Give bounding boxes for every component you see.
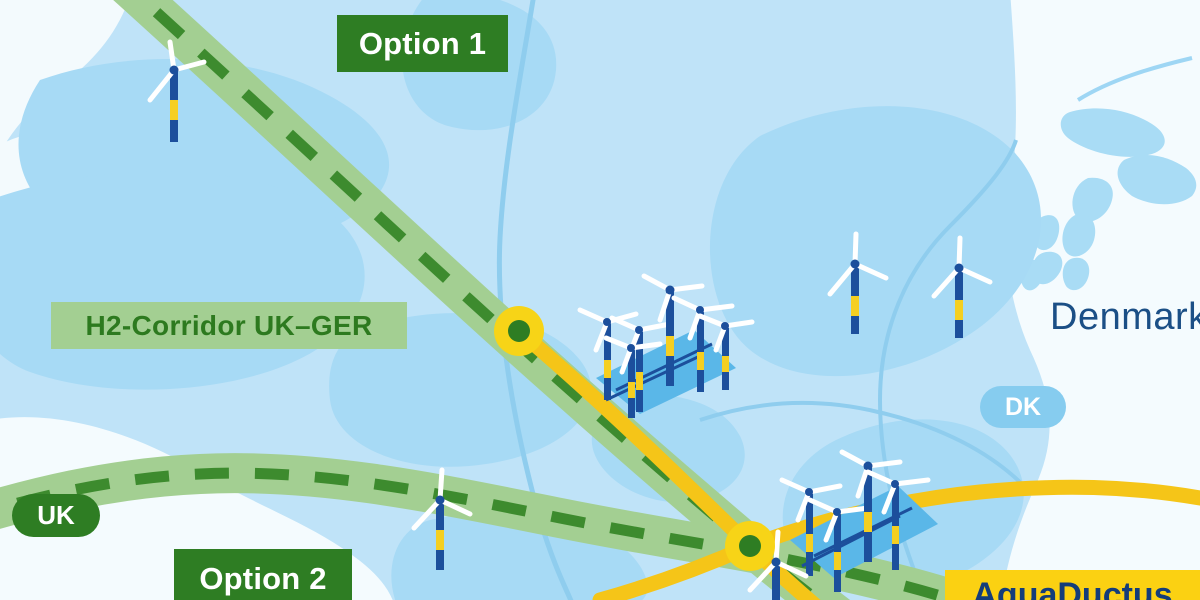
option-2-dash-line bbox=[0, 467, 972, 600]
turbine bbox=[671, 295, 735, 392]
turbine bbox=[147, 39, 207, 142]
route-line-3 bbox=[699, 400, 1026, 488]
denmark-water-inlet-8 bbox=[1060, 108, 1165, 157]
turbine bbox=[609, 315, 673, 412]
option-1-label: Option 1 bbox=[337, 15, 508, 72]
wind-farm-south bbox=[779, 449, 938, 592]
turbine bbox=[411, 467, 473, 570]
option-1-dash-line bbox=[134, 0, 827, 600]
turbine bbox=[779, 477, 843, 576]
option-2-label: Option 2 bbox=[174, 549, 352, 600]
denmark-water-inlet-1 bbox=[1117, 154, 1197, 205]
wind-farm-north bbox=[577, 273, 755, 418]
uk-country-badge: UK bbox=[12, 494, 100, 537]
denmark-water-inlet-3 bbox=[1062, 213, 1096, 257]
route-line-4 bbox=[1076, 56, 1193, 102]
denmark-water-inlet-6 bbox=[1062, 257, 1090, 291]
aquaductus-label: AquaDuctus bbox=[945, 570, 1200, 600]
junction-node-south[interactable] bbox=[725, 521, 775, 571]
turbine bbox=[603, 335, 663, 418]
h2-corridor-label: H2-Corridor UK–GER bbox=[51, 302, 407, 349]
turbine bbox=[827, 231, 889, 334]
denmark-country-label: Denmark bbox=[1050, 296, 1200, 338]
dk-country-badge: DK bbox=[980, 386, 1066, 428]
denmark-water-inlet-2 bbox=[1072, 177, 1113, 222]
turbine bbox=[697, 313, 755, 390]
turbine bbox=[931, 235, 993, 338]
aquaductus-pipeline-branch bbox=[742, 479, 1200, 554]
turbine bbox=[747, 529, 809, 600]
turbine bbox=[807, 497, 871, 592]
turbine bbox=[865, 469, 931, 570]
turbine bbox=[577, 307, 639, 400]
junction-node-north[interactable] bbox=[494, 306, 544, 356]
turbine bbox=[641, 273, 705, 386]
